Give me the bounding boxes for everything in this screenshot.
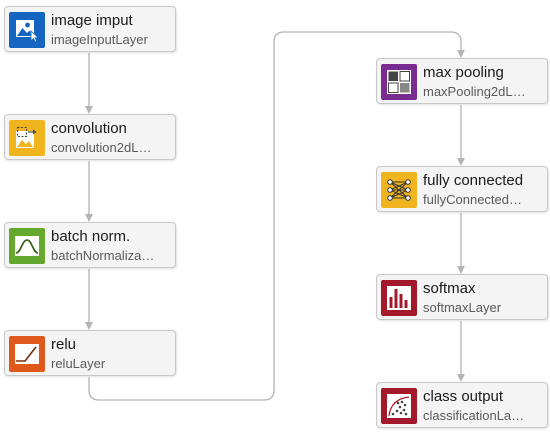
convolution-icon [9,120,45,156]
layer-node-fully-connected[interactable]: fully connected fullyConnected… [376,166,548,212]
layer-node-class-output[interactable]: class output classificationLa… [376,382,548,428]
relu-ramp-icon [9,336,45,372]
layer-type: maxPooling2dL… [423,84,526,99]
fully-connected-network-icon [381,172,417,208]
softmax-bars-icon [381,280,417,316]
layer-type: softmaxLayer [423,300,502,315]
layer-title: convolution [51,120,127,137]
layer-title: image imput [51,12,133,29]
max-pooling-grid-icon [381,64,417,100]
layer-node-batch-norm[interactable]: batch norm. batchNormaliza… [4,222,176,268]
layer-title: relu [51,336,77,353]
layer-node-softmax[interactable]: softmax softmaxLayer [376,274,548,320]
layer-title: class output [423,388,504,405]
image-input-icon [9,12,45,48]
layer-type: reluLayer [51,356,106,371]
layer-title: fully connected [423,172,524,189]
batch-norm-curve-icon [9,228,45,264]
layer-node-image-input[interactable]: image imput imageInputLayer [4,6,176,52]
layer-type: convolution2dL… [51,140,152,155]
layer-type: imageInputLayer [51,32,148,47]
layer-node-convolution[interactable]: convolution convolution2dL… [4,114,176,160]
layer-title: max pooling [423,64,504,81]
layer-type: fullyConnected… [423,192,522,207]
class-output-scatter-icon [381,388,417,424]
layer-type: batchNormaliza… [51,248,155,263]
layer-node-max-pooling[interactable]: max pooling maxPooling2dL… [376,58,548,104]
layer-node-relu[interactable]: relu reluLayer [4,330,176,376]
layer-title: softmax [423,280,476,297]
layer-title: batch norm. [51,228,131,245]
layer-type: classificationLa… [423,408,525,423]
